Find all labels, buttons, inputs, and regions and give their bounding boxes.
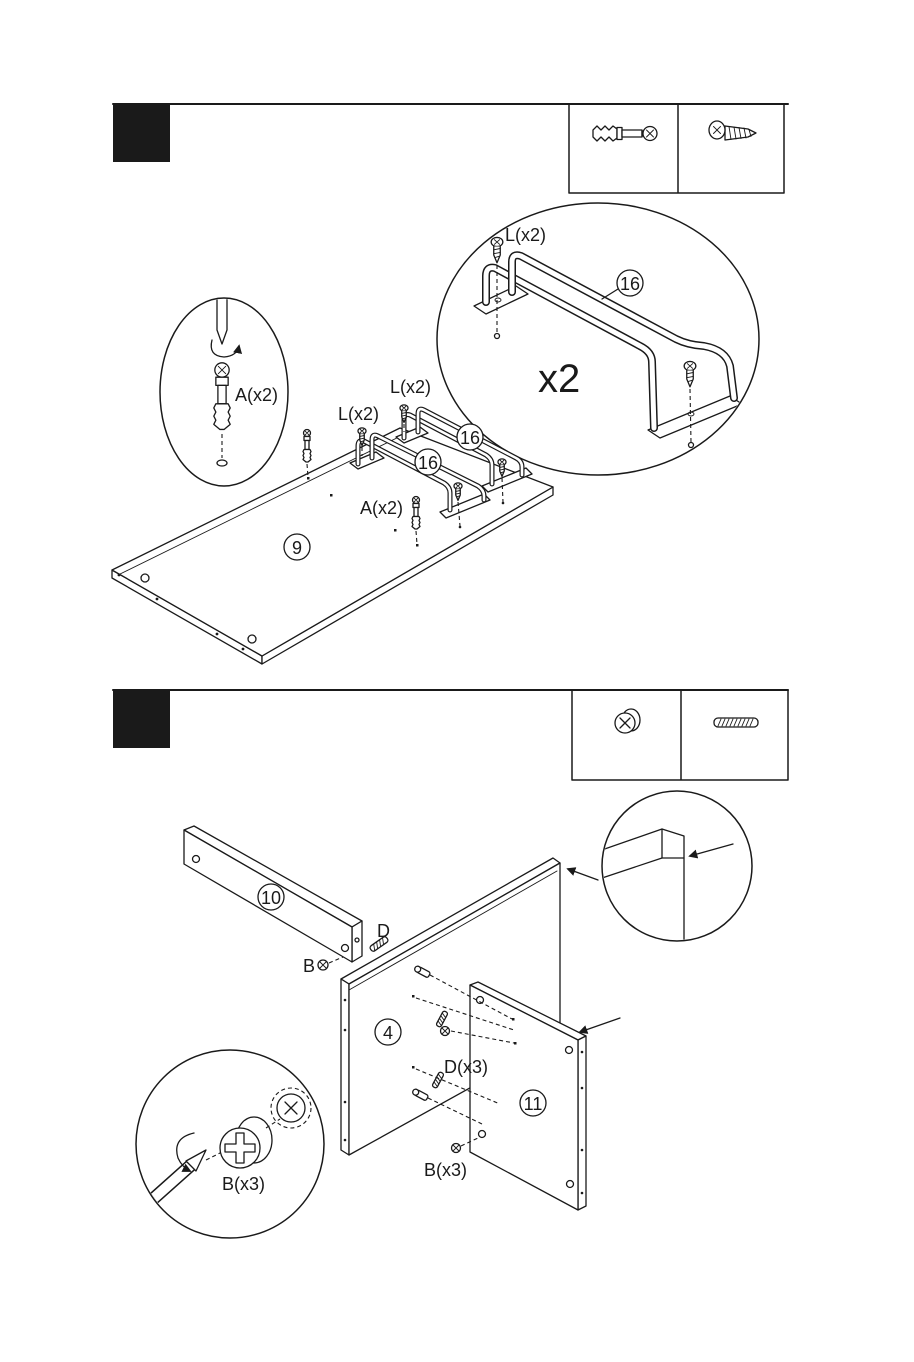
- screwdriver-icon: [116, 1150, 206, 1232]
- bracket-detail-circle: [437, 203, 759, 475]
- step-1-number-block: [113, 104, 170, 162]
- panel-number-4-badge: 4: [375, 1019, 401, 1045]
- screw-label-front: L(x2): [338, 404, 379, 424]
- cam-lock-label: B: [303, 956, 315, 976]
- step-1-assembly: L(x2) L(x2) 16 16 A(x2) 9: [112, 377, 553, 664]
- bracket-right-foot-plate: [648, 396, 742, 438]
- top-edge-arrow: [568, 869, 598, 880]
- part-number-badge: 16: [617, 270, 643, 296]
- svg-text:16: 16: [460, 428, 480, 448]
- screw-icon: [684, 361, 696, 386]
- panel-9: [112, 428, 553, 664]
- cam-bolt-detail-callout: A(x2): [160, 296, 288, 486]
- part-number-badge-rear: 16: [457, 424, 483, 450]
- cam-lock-icon: [441, 1027, 450, 1036]
- cam-bolt-icon: [593, 126, 657, 141]
- part-number-badge-front: 16: [415, 449, 441, 475]
- screw-icon: [491, 237, 503, 262]
- wood-screw-icon: [709, 121, 756, 140]
- wooden-dowel-icon: [714, 718, 758, 727]
- rotate-arrow-icon: [211, 340, 239, 357]
- bracket-detail-callout: L(x2) 16 x2: [437, 203, 759, 475]
- cam-lock-in-hole-icon: [271, 1088, 311, 1128]
- cam-lock-detail-callout: B(x3): [116, 1050, 324, 1238]
- panel-number-badge: 9: [284, 534, 310, 560]
- panel-number-11-badge: 11: [520, 1090, 546, 1116]
- screw-quantity-label: L(x2): [505, 225, 546, 245]
- cam-bolt-icon: [214, 363, 230, 430]
- cam-bolt-icon: [303, 430, 311, 463]
- svg-text:4: 4: [383, 1023, 393, 1043]
- dowel-label: D: [377, 921, 390, 941]
- cam-lock-detail-label: B(x3): [222, 1174, 265, 1194]
- screw-label-rear: L(x2): [390, 377, 431, 397]
- step-1-header: [113, 104, 788, 193]
- cam-locks-label: B(x3): [424, 1160, 467, 1180]
- repeat-quantity-label: x2: [538, 357, 580, 401]
- step-2-hardware-box: [572, 690, 788, 780]
- step-2-header: [113, 690, 788, 780]
- svg-text:11: 11: [524, 1094, 543, 1114]
- screw-icon: [400, 405, 408, 423]
- cam-lock-icon: [452, 1144, 461, 1153]
- screwdriver-icon: [217, 296, 227, 344]
- panel-number-10-badge: 10: [258, 884, 284, 910]
- dowels-label: D(x3): [444, 1057, 488, 1077]
- svg-text:16: 16: [418, 453, 438, 473]
- edge-detail-circle: [602, 791, 752, 941]
- svg-text:16: 16: [620, 274, 640, 294]
- cam-lock-icon: [615, 709, 640, 733]
- cam-lock-icon: [220, 1117, 272, 1168]
- step-2-number-block: [113, 690, 170, 748]
- side-edge-arrow: [580, 1018, 620, 1032]
- svg-text:9: 9: [292, 538, 302, 558]
- cam-bolt-label: A(x2): [360, 498, 403, 518]
- edge-detail-callout: [596, 791, 752, 945]
- cam-bolt-quantity-label: A(x2): [235, 385, 278, 405]
- edge-pointer-arrow: [690, 844, 733, 856]
- step-1-hardware-box: [569, 104, 784, 193]
- svg-text:10: 10: [261, 888, 281, 908]
- cam-lock-icon: [318, 960, 328, 970]
